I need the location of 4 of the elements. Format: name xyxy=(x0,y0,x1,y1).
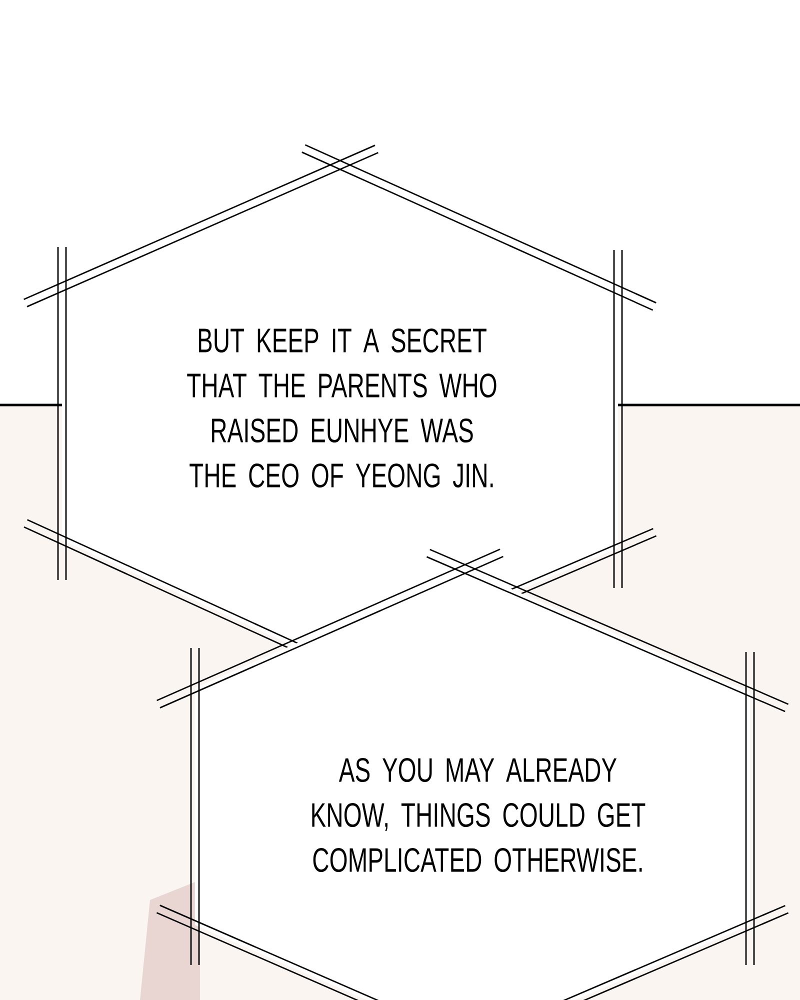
speech-bubble: BUT KEEP IT A SECRET THAT THE PARENTS WHO RAISED EUNHYE WAS THE CEO OF YEONG JIN. xyxy=(24,144,657,688)
node-label: BUT KEEP IT A SECRET THAT THE PARENTS WHO RAISED EUNHYE WAS THE CEO OF YEONG JIN. xyxy=(187,328,496,488)
speech-bubble: AS YOU MAY ALREADY KNOW, THINGS COULD GET COMPLICATED OTHERWISE. xyxy=(156,548,789,1000)
node-label: AS YOU MAY ALREADY KNOW, THINGS COULD GET COMPLICATED OTHERWISE. xyxy=(312,758,646,872)
